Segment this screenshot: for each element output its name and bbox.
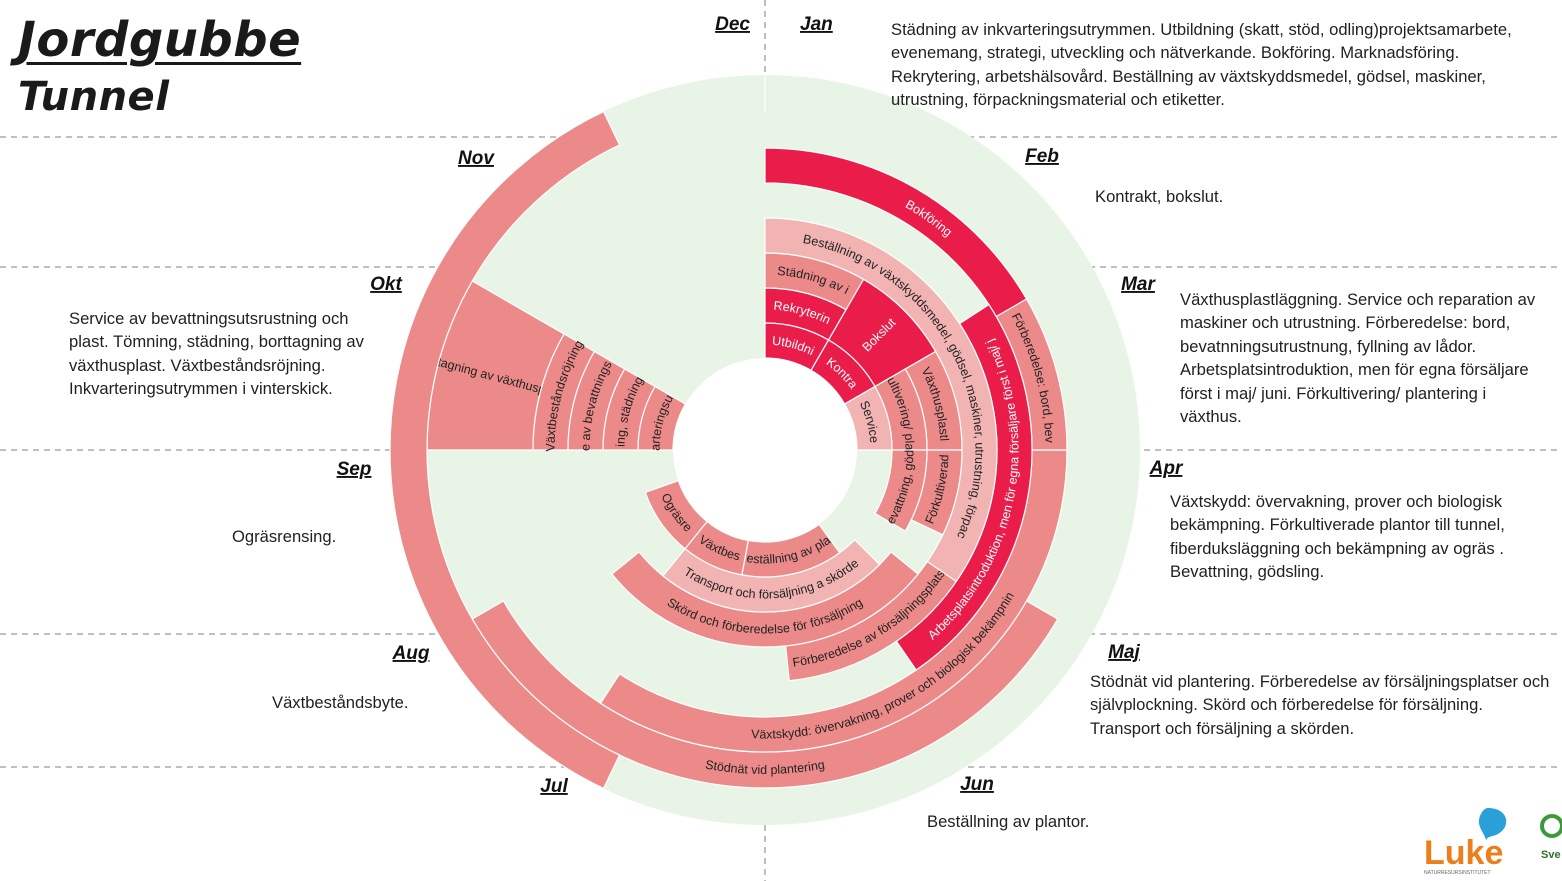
note-maj: Stödnät vid plantering. Förberedelse av … — [1090, 672, 1550, 738]
activity-band-shape — [637, 385, 687, 451]
activity-band-label-path: Marknadsföring — [0, 0, 5, 3]
activity-band-shape — [843, 385, 893, 451]
luke-logo-subtext: NATURRESURSINSTITUTET — [1424, 870, 1491, 876]
title-method: Tunnel — [18, 74, 170, 120]
activity-band: Utbildni — [764, 322, 830, 372]
partner-logo: Sve förl — [1540, 814, 1562, 861]
month-label: Nov — [458, 148, 495, 169]
activity-band-shape — [389, 110, 621, 790]
note-mar: Växthusplastläggning. Service och repara… — [1180, 290, 1536, 427]
partner-logo-text: Sve förl — [1541, 849, 1562, 861]
activity-band-label-path: Stödnät vid plantering — [704, 758, 825, 777]
month-label: Feb — [1025, 146, 1059, 167]
leaf-icon — [1478, 808, 1507, 840]
activity-band-shape — [874, 449, 928, 532]
month-label: Apr — [1149, 458, 1184, 479]
month-label: Sep — [337, 459, 372, 480]
activity-band: Förkultiverad — [910, 449, 963, 536]
month-label: Aug — [392, 643, 430, 664]
month-label: Dec — [715, 14, 750, 35]
month-label: Jul — [540, 776, 568, 797]
wheel-hub — [673, 358, 857, 542]
note-okt: Service av bevattningsutsrustning och pl… — [69, 309, 364, 399]
note-sep: Ogräsrensing. — [232, 527, 337, 546]
month-label: Maj — [1108, 642, 1140, 663]
title-crop: Jordgubbe — [18, 12, 302, 68]
activity-band: Service — [843, 385, 893, 451]
partner-logo-icon — [1540, 814, 1562, 838]
note-feb: Kontrakt, bokslut. — [1095, 187, 1224, 206]
month-label: Jun — [960, 774, 994, 795]
activity-band: Rekryterin — [764, 287, 847, 341]
luke-logo-text: Luke — [1424, 834, 1503, 872]
activity-band-label: Marknadsföring — [0, 0, 5, 3]
activity-band: Växthusplastl — [904, 350, 963, 451]
activity-band — [389, 110, 621, 790]
month-label: Jan — [800, 14, 833, 35]
activity-band-shape — [644, 479, 708, 550]
activity-band-label: Stödnät vid plantering — [704, 758, 825, 777]
note-aug: Växtbeståndsbyte. — [272, 693, 409, 712]
month-label: Mar — [1121, 274, 1156, 295]
note-jun: Beställning av plantor. — [927, 812, 1090, 831]
activity-band: Städning av i — [764, 252, 869, 313]
month-label: Okt — [370, 274, 402, 295]
note-apr: Växtskydd: övervakning, prover och biolo… — [1170, 492, 1505, 582]
note-jan: Städning av inkvarteringsutrymmen. Utbil… — [891, 20, 1512, 110]
luke-logo: Luke NATURRESURSINSTITUTET — [1424, 808, 1507, 876]
